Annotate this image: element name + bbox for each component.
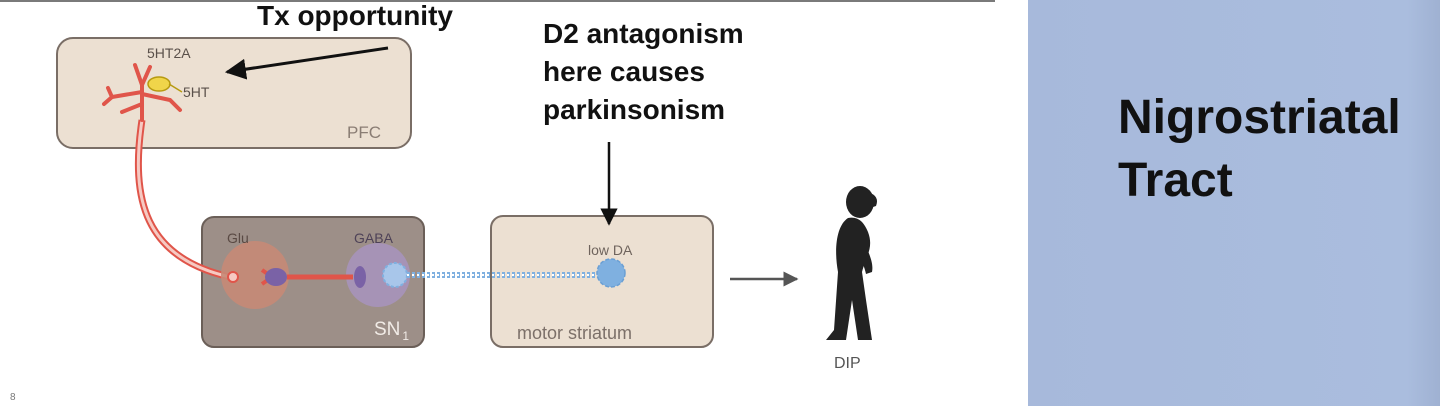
side-title-line2: Tract [1118, 154, 1233, 207]
glu-synapse-dot [227, 271, 239, 283]
receptor-label: 5HT2A [147, 45, 191, 61]
dopamine-neuron [382, 262, 408, 288]
gaba-label: GABA [354, 230, 394, 246]
sn-subscript: 1 [402, 329, 409, 343]
gaba-cell [346, 243, 410, 307]
d2-antagonism-line1: D2 antagonism [543, 18, 744, 49]
pfc-box [56, 37, 412, 149]
side-title-line1: Nigrostriatal [1118, 91, 1401, 144]
serotonin-label: 5HT [183, 84, 210, 100]
motor-striatum-label: motor striatum [517, 323, 632, 343]
pfc-label: PFC [347, 123, 381, 142]
serotonin-terminal [147, 76, 171, 92]
top-rule-divider [0, 0, 995, 2]
d2-antagonism-line2: here causes [543, 56, 705, 87]
tx-opportunity-arrow [224, 46, 389, 80]
page-number: 8 [10, 392, 16, 403]
glu-cell-body [265, 268, 287, 286]
tx-opportunity-callout: Tx opportunity [257, 0, 453, 31]
side-title-panel [1028, 0, 1440, 406]
glu-label: Glu [227, 230, 249, 246]
glu-cell [221, 241, 289, 309]
dopamine-terminal [596, 258, 626, 288]
serotonin-axon [168, 83, 183, 93]
d2-antagonism-line3: parkinsonism [543, 94, 726, 125]
gaba-input-terminal [354, 266, 366, 288]
pfc-projection-axon-inner [136, 119, 231, 279]
stooped-figure-icon [826, 186, 877, 340]
pyramidal-neuron [102, 63, 182, 122]
dip-label: DIP [834, 355, 861, 372]
low-da-label: low DA [588, 242, 633, 258]
